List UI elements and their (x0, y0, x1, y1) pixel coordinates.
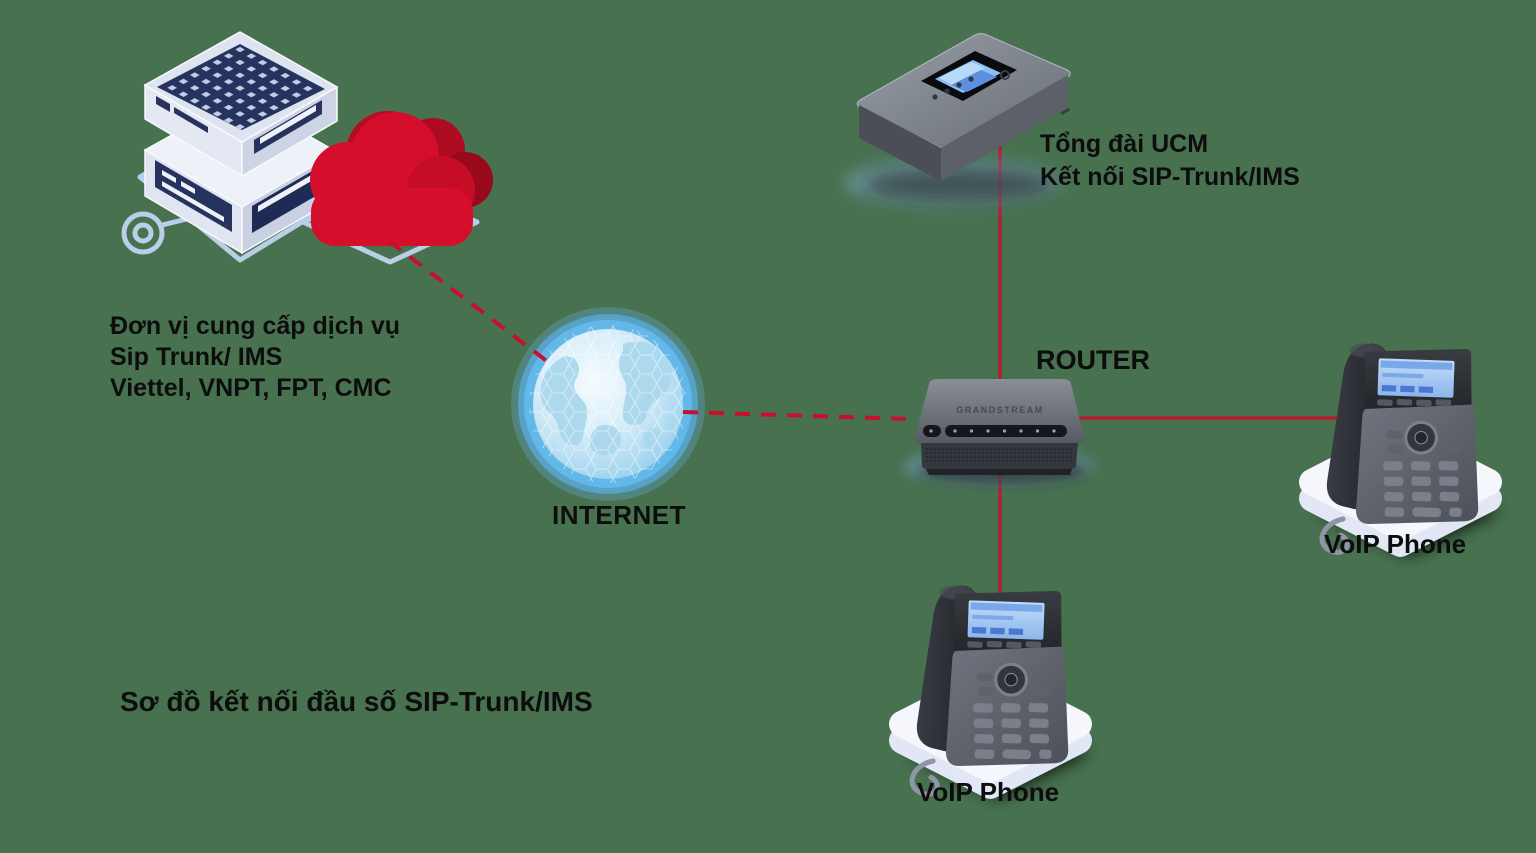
provider-label: Đơn vị cung cấp dịch vụ Sip Trunk/ IMS V… (110, 311, 400, 404)
ucm-device-icon (845, 33, 1071, 206)
server-node-circle (121, 211, 165, 255)
ucm-label: Tổng đài UCM Kết nối SIP-Trunk/IMS (1040, 128, 1300, 194)
diagram-title: Sơ đồ kết nối đầu số SIP-Trunk/IMS (120, 686, 593, 717)
globe-mesh (529, 325, 687, 483)
voip-phone-right-label: VoIP Phone (1324, 529, 1467, 559)
ucm-body (856, 33, 1071, 181)
provider-label-line3: Viettel, VNPT, FPT, CMC (110, 374, 392, 402)
router-icon: GRANDSTREAM (904, 379, 1094, 485)
ucm-label-line1: Tổng đài UCM (1040, 130, 1209, 158)
voip-phone-right-icon (1298, 318, 1503, 559)
internet-globe-icon (511, 307, 705, 501)
ucm-label-line2: Kết nối SIP-Trunk/IMS (1040, 163, 1300, 191)
cloud-shape (310, 111, 493, 246)
provider-cloud-icon (300, 111, 493, 265)
router-body: GRANDSTREAM (914, 379, 1085, 475)
provider-label-line2: Sip Trunk/ IMS (110, 343, 283, 371)
router-label: ROUTER (1036, 345, 1150, 375)
router-brand-text: GRANDSTREAM (956, 405, 1044, 415)
voip-phone-bottom-label: VoIP Phone (917, 777, 1060, 807)
voip-phone-bottom-icon (888, 560, 1093, 801)
internet-label: INTERNET (552, 500, 686, 530)
server-unit-upper (143, 31, 339, 178)
provider-label-line1: Đơn vị cung cấp dịch vụ (110, 312, 401, 340)
